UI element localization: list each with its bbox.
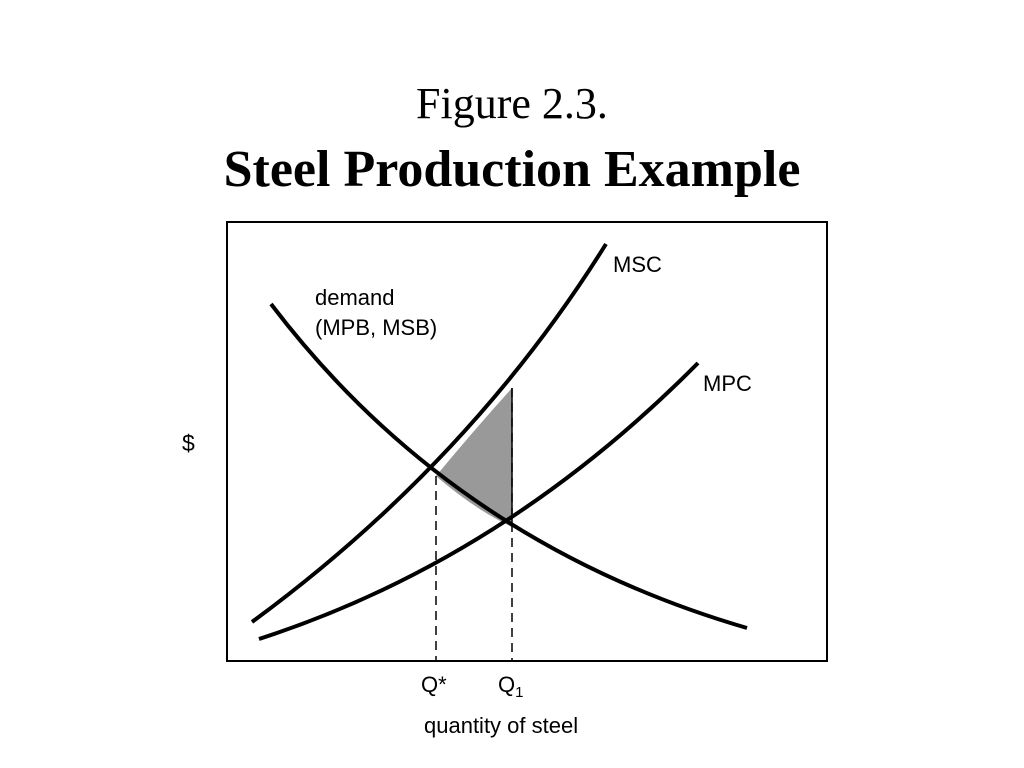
x-axis-label: quantity of steel [424,713,578,738]
q1-tick-subscript: 1 [515,684,523,701]
demand-label-line2: (MPB, MSB) [315,315,437,340]
mpc-label: MPC [703,371,752,396]
slide-title: Steel Production Example [223,141,801,198]
q1-tick-base: Q [498,672,515,697]
q-star-tick-label: Q* [421,672,447,697]
q1-tick-label: Q1 [498,672,523,701]
y-axis-label: $ [182,430,195,456]
msc-label: MSC [613,252,662,277]
plot-frame [226,221,828,662]
demand-curve [269,302,748,630]
demand-label-line1: demand [315,285,395,310]
msc-curve [250,242,608,624]
figure-label: Figure 2.3. [416,79,608,128]
mpc-curve [258,361,700,641]
deadweight-loss-area [436,388,512,527]
